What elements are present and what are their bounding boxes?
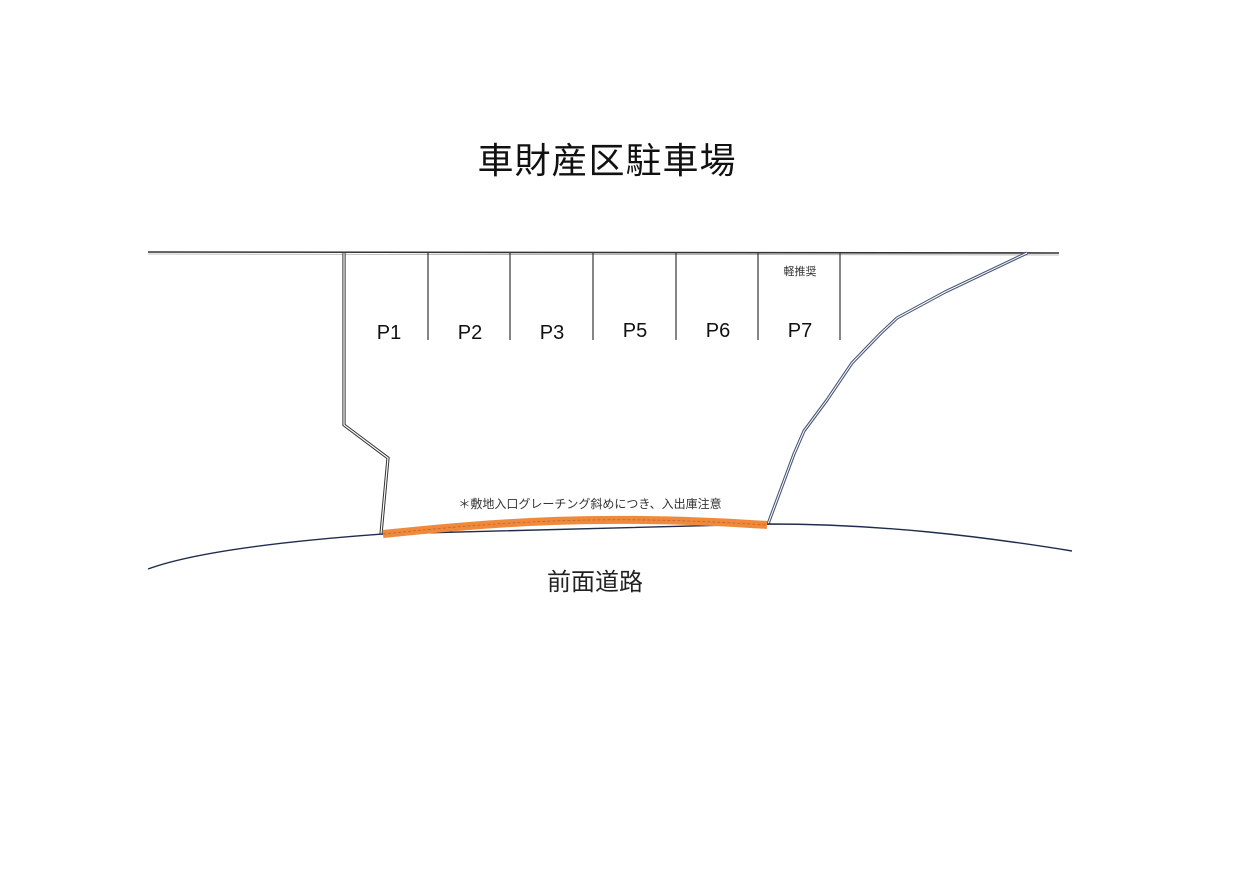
front-road-label: 前面道路	[547, 568, 643, 596]
slot-label-p2: P2	[457, 322, 483, 344]
top-boundary-line	[147, 251, 1060, 254]
slot-label-p7: P7	[787, 320, 813, 342]
slot-dividers	[427, 253, 841, 340]
left-lot-boundary	[342, 253, 390, 535]
page-title: 車財産区駐車場	[477, 141, 737, 182]
kei-car-recommended-note: 軽推奨	[783, 265, 817, 278]
entrance-caution-note: ＊敷地入口グレーチング斜めにつき、入出庫注意	[458, 497, 722, 511]
slot-label-p1: P1	[376, 322, 402, 344]
slot-label-p6: P6	[705, 320, 731, 342]
slot-label-p3: P3	[539, 322, 565, 344]
slot-label-p5: P5	[622, 320, 648, 342]
front-road-edge	[147, 523, 1073, 570]
right-slope-boundary	[766, 251, 1028, 525]
